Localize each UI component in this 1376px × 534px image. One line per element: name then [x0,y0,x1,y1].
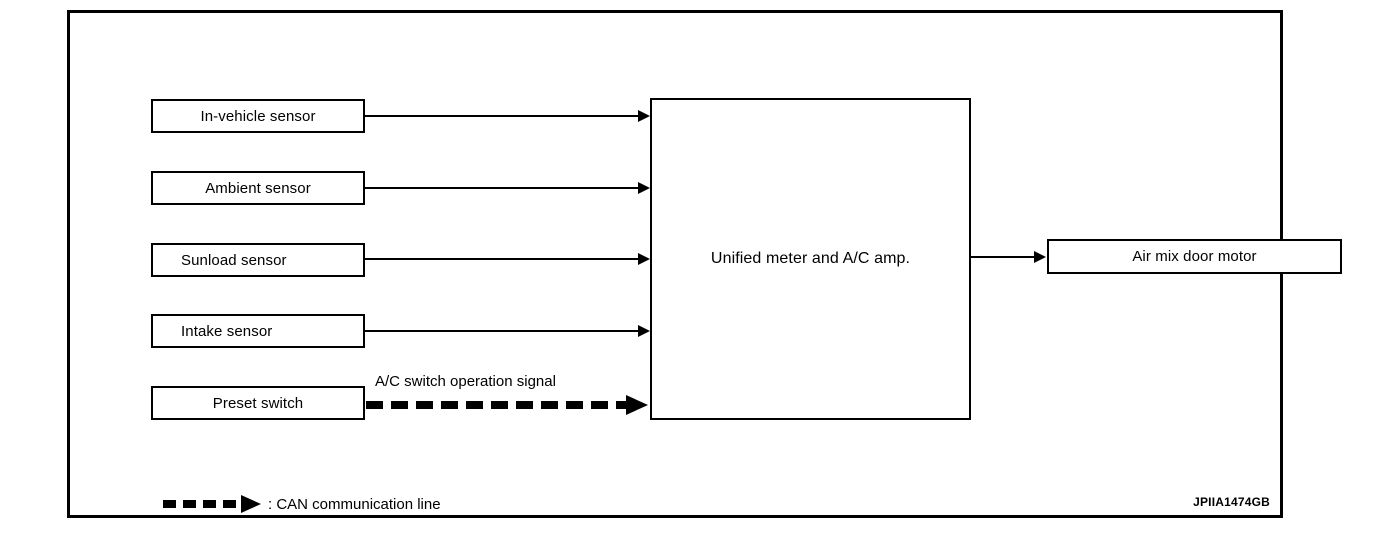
figure-frame: In-vehicle sensor Ambient sensor Sunload… [67,10,1342,518]
legend-can-line-icon [163,500,241,508]
block-unified-meter-and-ac-amp: Unified meter and A/C amp. [650,98,971,420]
arrow-head-icon [638,325,650,337]
can-signal-label: A/C switch operation signal [375,373,556,390]
block-label: Air mix door motor [1132,248,1257,265]
can-arrow-head-icon [626,395,648,415]
connector-sunload-sensor [365,258,639,260]
block-label: In-vehicle sensor [200,107,316,125]
arrow-head-icon [638,110,650,122]
block-preset-switch: Preset switch [151,386,365,420]
connector-in-vehicle-sensor [365,115,639,117]
arrow-head-icon [638,182,650,194]
can-communication-line [366,401,628,409]
block-label: Preset switch [212,394,304,412]
legend-label: : CAN communication line [268,495,441,513]
arrow-head-icon [1034,251,1046,263]
figure-code: JPIIA1474GB [1193,495,1270,509]
block-label: Sunload sensor [181,251,287,269]
block-in-vehicle-sensor: In-vehicle sensor [151,99,365,133]
arrow-head-icon [638,253,650,265]
block-intake-sensor: Intake sensor [151,314,365,348]
legend-arrow-head-icon [241,495,261,513]
block-label: Unified meter and A/C amp. [710,250,911,267]
connector-ambient-sensor [365,187,639,189]
connector-intake-sensor [365,330,639,332]
block-label: Ambient sensor [205,179,311,197]
legend: : CAN communication line [163,495,441,513]
block-sunload-sensor: Sunload sensor [151,243,365,277]
connector-air-mix-door-motor [971,256,1035,258]
block-air-mix-door-motor: Air mix door motor [1047,239,1342,274]
block-label: Intake sensor [181,322,273,340]
block-ambient-sensor: Ambient sensor [151,171,365,205]
